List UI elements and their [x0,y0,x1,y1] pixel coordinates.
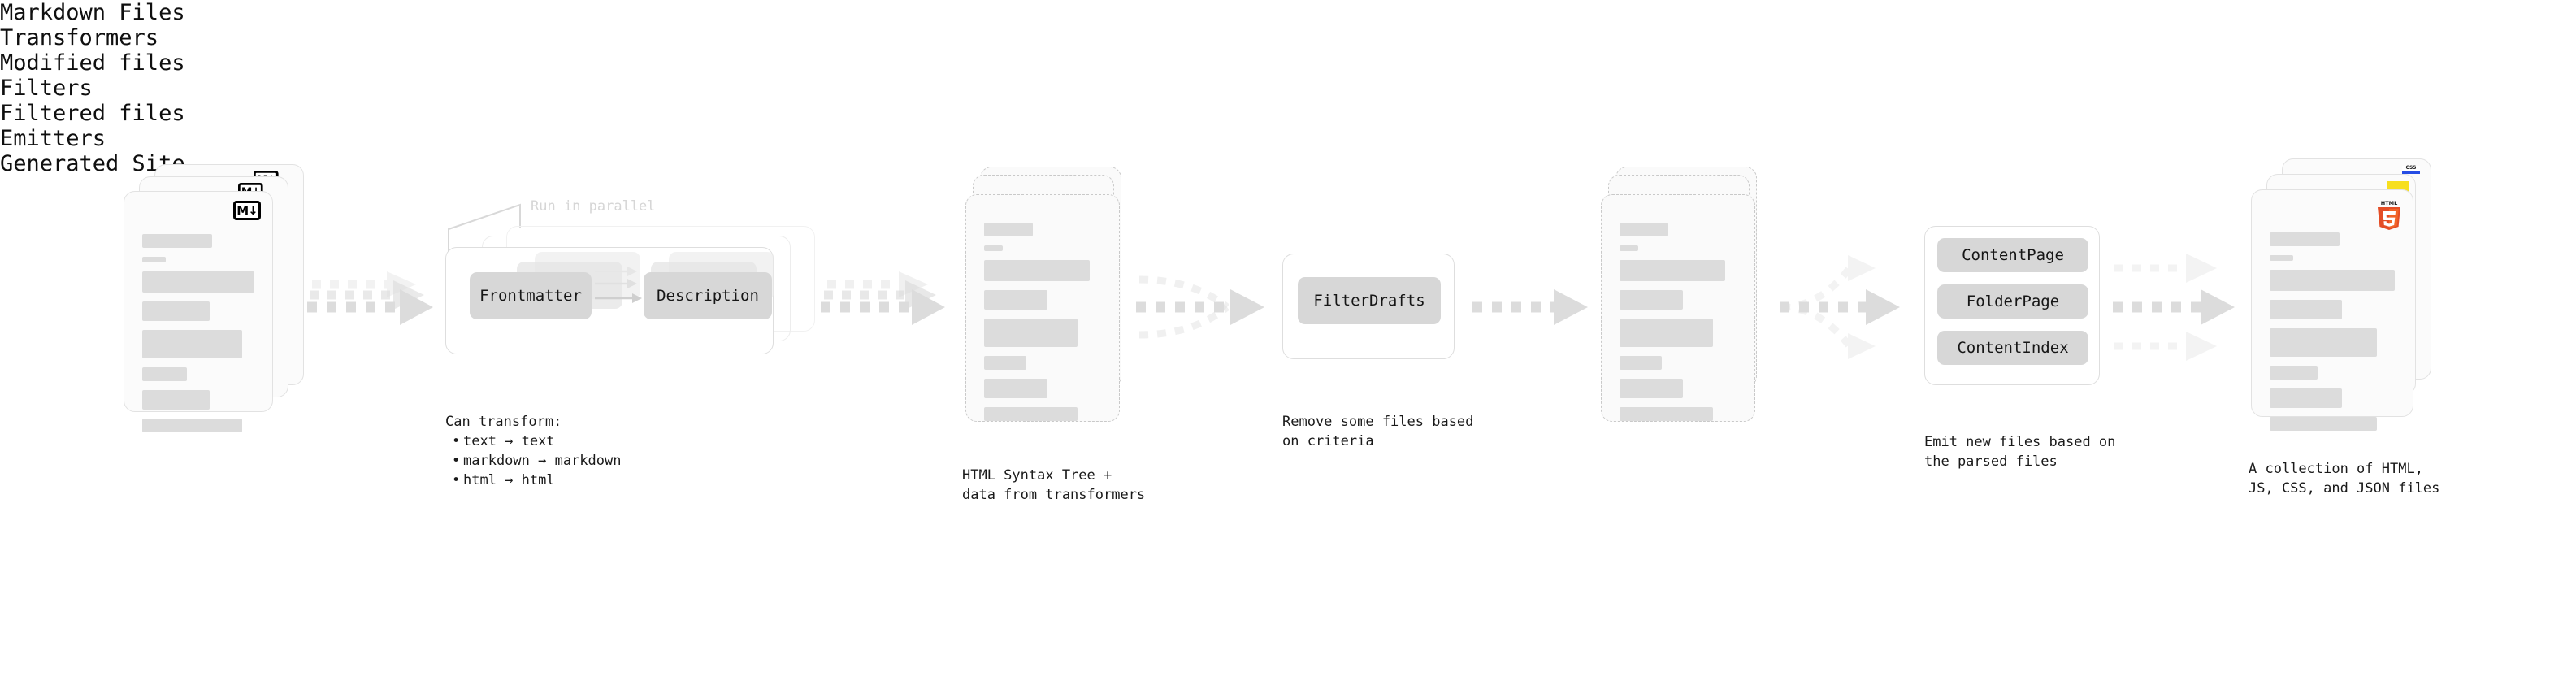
filter-chip-filterdrafts[interactable]: FilterDrafts [1298,277,1441,324]
skeleton-bar [2270,366,2318,380]
skeleton-bar [984,290,1047,310]
emitter-chip-contentindex[interactable]: ContentIndex [1937,331,2088,365]
document-page-dashed-front [1601,194,1755,422]
modified-files-description: HTML Syntax Tree + data from transformer… [962,467,1146,503]
skeleton-bar [142,330,242,358]
skeleton-bar [142,367,188,381]
css-badge: CSS [2402,166,2420,174]
html5-badge: HTML [2375,198,2403,231]
transformer-chip-description[interactable]: Description [644,272,772,319]
skeleton-bar [142,390,210,410]
skeleton-bar [2270,270,2395,291]
skeleton-bar [1620,319,1714,347]
flow-filters-to-filtered [1472,288,1594,327]
flow-emitters-to-site [2113,242,2259,372]
transformer-inner-arrow [595,290,644,306]
transformers-bullet-list: text → text markdown → markdown html → h… [449,432,621,490]
skeleton-bar [1620,379,1683,398]
skeleton-bar [142,419,242,432]
skeleton-bar [142,257,166,262]
filtered-files-card [1601,167,1776,427]
generated-site-card: CSS HTML [2251,158,2434,431]
transformers-bullet: markdown → markdown [449,451,621,471]
skeleton-bar [1620,356,1662,370]
run-in-parallel-bracket [445,195,575,263]
flow-filtered-to-emitters [1780,242,1922,372]
skeleton-bar [984,245,1004,251]
skeleton-bar [984,223,1034,236]
skeleton-bar [142,301,210,321]
svg-text:HTML: HTML [2381,200,2397,206]
document-page-dashed-front [965,194,1120,422]
flow-transformers-to-modified [821,268,951,341]
skeleton-bar [2270,300,2343,319]
transformers-bullet: text → text [449,432,621,451]
generated-site-description: A collection of HTML, JS, CSS, and JSON … [2249,461,2440,497]
emitter-chip-folderpage[interactable]: FolderPage [1937,284,2088,319]
document-skeleton [2270,232,2395,440]
skeleton-bar [1620,245,1639,251]
markdown-files-card: M↓ M↓ M↓ [124,164,304,432]
transformers-subtitle: Can transform: [445,414,562,430]
transformers-bullet: html → html [449,471,621,490]
emitters-box: ContentPage FolderPage ContentIndex [1924,226,2100,385]
filters-title: Filters [0,76,93,101]
skeleton-bar [984,407,1078,421]
skeleton-bar [984,319,1078,347]
skeleton-bar [2270,388,2343,408]
emitter-chip-contentpage[interactable]: ContentPage [1937,238,2088,272]
skeleton-bar [984,356,1026,370]
skeleton-bar [1620,223,1669,236]
flow-md-to-transformers [307,268,437,341]
skeleton-bar [2270,232,2340,246]
transformer-inner-arrow-ghost [595,263,639,280]
skeleton-bar [1620,290,1683,310]
modified-files-title: Modified files [0,50,185,76]
skeleton-bar [1620,407,1714,421]
transformers-title: Transformers [0,25,159,50]
filters-description: Remove some files based on criteria [1282,414,1474,449]
document-skeleton [984,223,1101,430]
transformer-inner-arrow-ghost [595,275,639,292]
skeleton-bar [2270,417,2378,431]
modified-files-card [965,167,1140,427]
skeleton-bar [1620,260,1725,281]
skeleton-bar [984,379,1047,398]
filters-box: FilterDrafts [1282,254,1455,359]
transformers-group: Run in parallel [445,195,827,358]
skeleton-bar [2270,255,2294,261]
markdown-files-title: Markdown Files [0,0,185,25]
markdown-badge: M↓ [233,201,261,220]
skeleton-bar [142,234,212,248]
filtered-files-title: Filtered files [0,101,185,126]
document-page-front: HTML [2251,189,2413,431]
document-skeleton [142,234,254,441]
run-in-parallel-label: Run in parallel [531,198,656,215]
emitters-title: Emitters [0,126,106,151]
skeleton-bar [984,260,1090,281]
flow-modified-to-filters [1136,268,1274,346]
document-skeleton [1620,223,1737,430]
generated-site-title: Generated Site [0,151,185,176]
transformer-chip-frontmatter[interactable]: Frontmatter [470,272,592,319]
skeleton-bar [2270,328,2378,357]
skeleton-bar [142,271,254,293]
document-page-front: M↓ [124,191,273,432]
emitters-description: Emit new files based on the parsed files [1924,434,2116,470]
